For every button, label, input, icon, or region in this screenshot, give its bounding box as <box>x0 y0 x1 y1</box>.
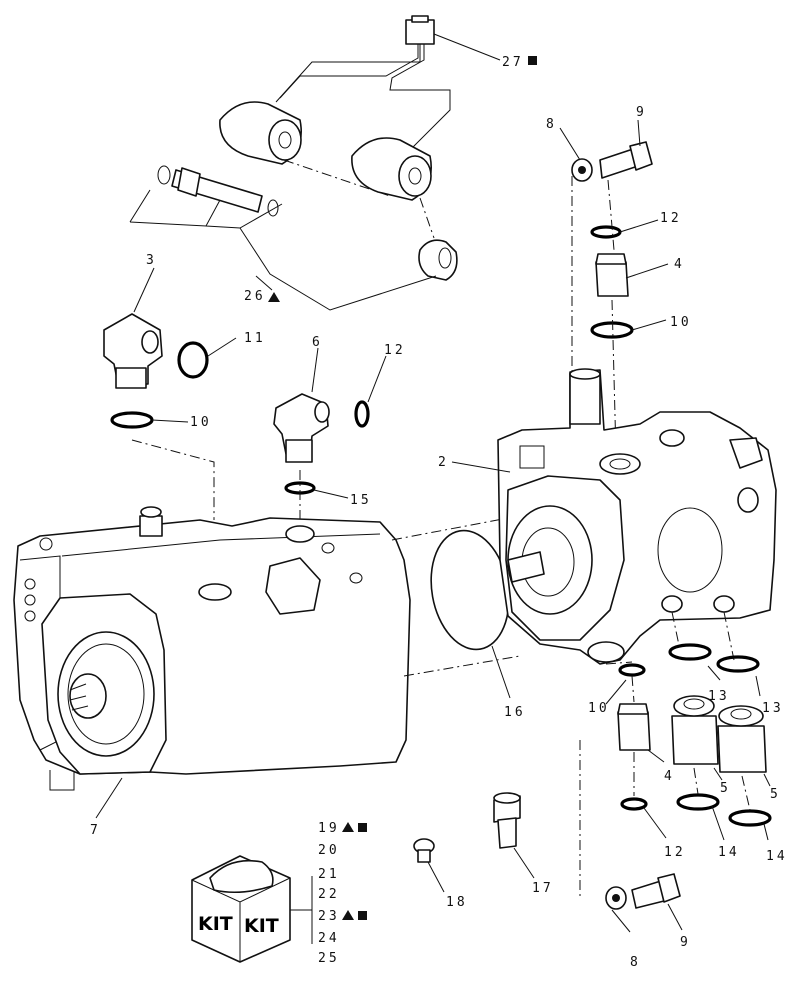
kit-item-22: 22 <box>318 887 340 902</box>
callout-27: 27 <box>502 55 524 70</box>
kit-item-21: 21 <box>318 867 340 882</box>
kit-list: 19 20 21 22 23 24 25 <box>318 821 367 966</box>
callout-9-bottom: 9 <box>680 935 691 950</box>
callout-17: 17 <box>532 881 554 896</box>
square-marker-icon <box>528 56 537 65</box>
callout-9-top: 9 <box>636 105 647 120</box>
callout-6: 6 <box>312 335 323 350</box>
kit-item-25: 25 <box>318 951 340 966</box>
callout-8-top: 8 <box>546 117 557 132</box>
kit-label-left: KIT <box>198 913 233 935</box>
callout-14-right: 14 <box>766 849 788 864</box>
callout-3: 3 <box>146 253 157 268</box>
callout-10-top: 10 <box>670 315 692 330</box>
solenoid-harness-assembly <box>129 15 458 311</box>
callout-16: 16 <box>504 705 526 720</box>
callout-14-left: 14 <box>718 845 740 860</box>
hydraulic-motor <box>13 506 411 791</box>
callout-26: 26 <box>244 289 266 304</box>
callout-4-lower: 4 <box>664 769 675 784</box>
left-fittings <box>103 313 370 530</box>
leader-lines <box>95 33 771 933</box>
kit-box: KIT KIT <box>191 855 313 963</box>
callout-13-right: 13 <box>762 701 784 716</box>
callout-8-bottom: 8 <box>630 955 641 970</box>
kit-item-24: 24 <box>318 931 340 946</box>
kit-item-19: 19 <box>318 821 340 836</box>
lower-fittings <box>413 643 772 910</box>
callout-10-left: 10 <box>190 415 212 430</box>
kit-item-20: 20 <box>318 843 340 858</box>
callout-18: 18 <box>446 895 468 910</box>
callout-12-top: 12 <box>660 211 682 226</box>
kit-item-23: 23 <box>318 909 340 924</box>
callout-11: 11 <box>244 331 266 346</box>
callout-12-lower: 12 <box>664 845 686 860</box>
triangle-marker-icon <box>342 910 354 920</box>
square-marker-icon <box>358 911 367 920</box>
triangle-marker-icon <box>342 822 354 832</box>
callout-15: 15 <box>350 493 372 508</box>
callout-5-right: 5 <box>770 787 781 802</box>
callouts: 27 8 9 12 4 10 3 26 11 6 12 10 2 15 16 1… <box>90 55 788 970</box>
triangle-marker-icon <box>268 292 280 302</box>
callout-12-mid: 12 <box>384 343 406 358</box>
callout-5-left: 5 <box>720 781 731 796</box>
callout-2: 2 <box>438 455 449 470</box>
callout-13-left: 13 <box>708 689 730 704</box>
callout-4-top: 4 <box>674 257 685 272</box>
square-marker-icon <box>358 823 367 832</box>
kit-label-right: KIT <box>244 915 279 937</box>
callout-7: 7 <box>90 823 101 838</box>
hydraulic-pump <box>497 368 777 665</box>
callout-10-lower: 10 <box>588 701 610 716</box>
